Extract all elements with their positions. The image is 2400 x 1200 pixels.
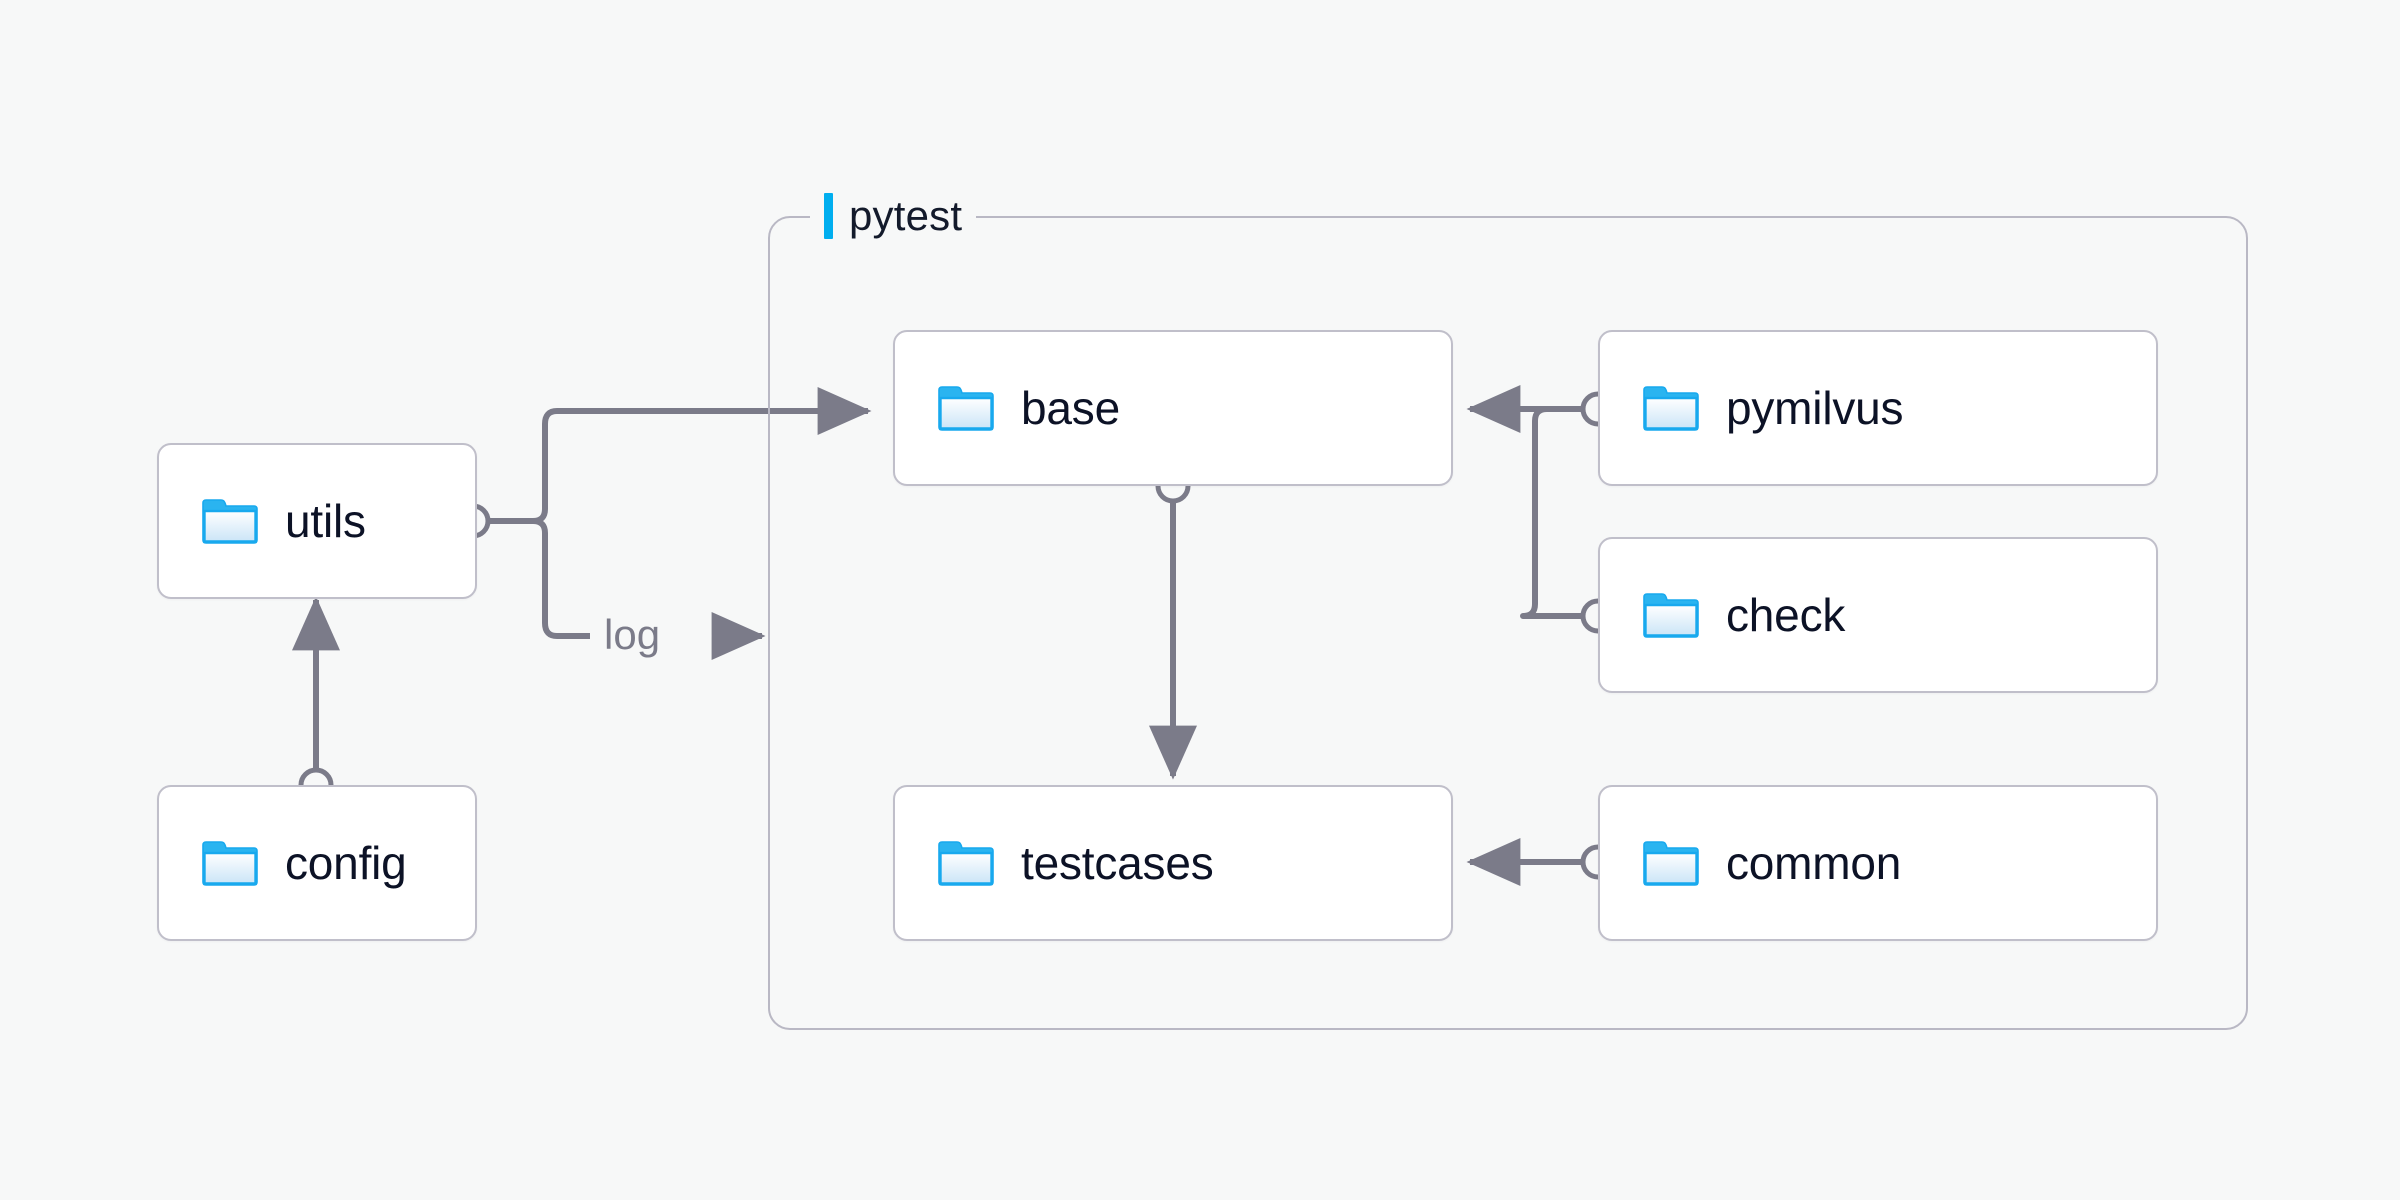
node-utils[interactable]: utils xyxy=(157,443,477,599)
node-label-common: common xyxy=(1726,837,1902,889)
edge-utils-log xyxy=(520,518,590,639)
node-pymilvus[interactable]: pymilvus xyxy=(1598,330,2158,486)
node-label-utils: utils xyxy=(285,495,366,547)
node-common[interactable]: common xyxy=(1598,785,2158,941)
folder-icon xyxy=(202,840,258,886)
node-label-testcases: testcases xyxy=(1021,837,1214,889)
edge-label-log: log xyxy=(604,611,661,658)
node-label-config: config xyxy=(285,837,407,889)
folder-icon xyxy=(202,498,258,544)
folder-icon xyxy=(1643,385,1699,431)
node-testcases[interactable]: testcases xyxy=(893,785,1453,941)
node-check[interactable]: check xyxy=(1598,537,2158,693)
pytest-group-container[interactable] xyxy=(768,216,2248,1030)
node-label-check: check xyxy=(1726,589,1846,641)
folder-icon xyxy=(1643,592,1699,638)
node-config[interactable]: config xyxy=(157,785,477,941)
node-base[interactable]: base xyxy=(893,330,1453,486)
accent-bar-icon xyxy=(824,193,833,239)
folder-icon xyxy=(1643,840,1699,886)
node-label-base: base xyxy=(1021,382,1120,434)
folder-icon xyxy=(938,840,994,886)
folder-icon xyxy=(938,385,994,431)
pytest-group-title: pytest xyxy=(810,189,977,243)
node-label-pymilvus: pymilvus xyxy=(1726,382,1904,434)
pytest-group-label: pytest xyxy=(849,192,963,239)
